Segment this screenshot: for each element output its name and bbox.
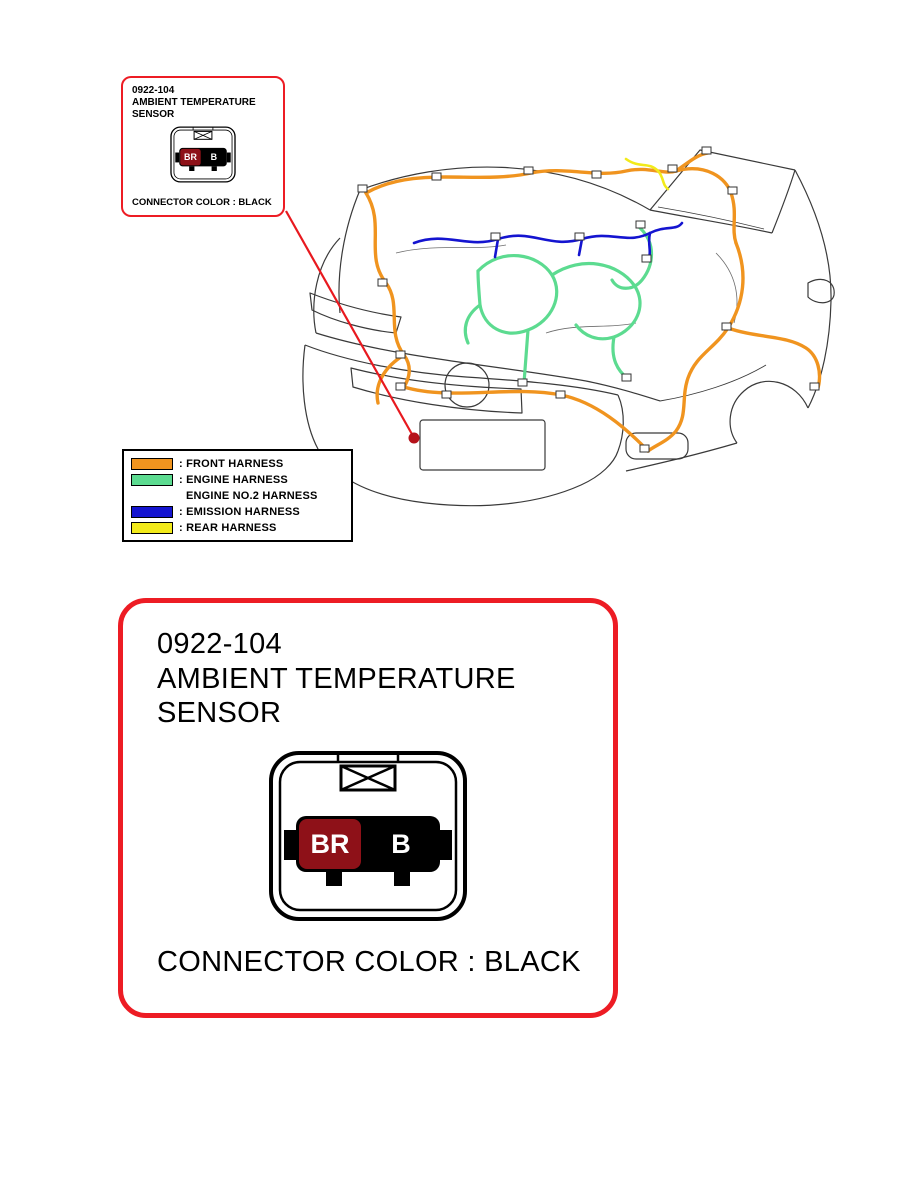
connector-icon-small: BR B xyxy=(170,126,236,183)
legend-label-emission: : EMISSION HARNESS xyxy=(179,505,300,518)
legend-row-emission: : EMISSION HARNESS xyxy=(131,504,344,519)
legend-label-rear: : REAR HARNESS xyxy=(179,521,277,534)
sensor-detail-box: 0922-104 AMBIENT TEMPERATURE SENSOR BR B… xyxy=(118,598,618,1018)
emission-harness-swatch xyxy=(131,505,173,518)
callout-title-line1: AMBIENT TEMPERATURE xyxy=(132,97,256,108)
harness-legend: : FRONT HARNESS : ENGINE HARNESS ENGINE … xyxy=(122,449,353,542)
pin-label-br: BR xyxy=(311,829,350,859)
connector-icon-large: BR B xyxy=(269,751,467,922)
callout-connector-note: CONNECTOR COLOR : BLACK xyxy=(132,197,272,208)
rear-harness-swatch xyxy=(131,521,173,534)
legend-label-engine: : ENGINE HARNESS xyxy=(179,473,288,486)
engine-harness-swatch xyxy=(131,473,173,486)
legend-label-front: : FRONT HARNESS xyxy=(179,457,284,470)
car-harness-diagram xyxy=(302,146,835,507)
pin-label-b: B xyxy=(211,152,218,162)
legend-row-front: : FRONT HARNESS xyxy=(131,456,344,471)
detail-connector-note: CONNECTOR COLOR : BLACK xyxy=(157,946,581,979)
callout-title-line2: SENSOR xyxy=(132,109,175,120)
front-harness-swatch xyxy=(131,457,173,470)
detail-title-line1: AMBIENT TEMPERATURE xyxy=(157,662,516,695)
legend-row-engine-no2: ENGINE NO.2 HARNESS xyxy=(131,488,344,503)
engine-harness-path xyxy=(463,226,654,385)
front-harness-path xyxy=(364,151,822,453)
detail-title-line2: SENSOR xyxy=(157,697,282,730)
pin-cell-br xyxy=(180,148,201,166)
callout-code: 0922-104 xyxy=(132,85,175,96)
legend-label-engine-no2: ENGINE NO.2 HARNESS xyxy=(186,489,318,502)
sensor-callout-box: 0922-104 AMBIENT TEMPERATURE SENSOR BR B… xyxy=(121,76,285,217)
pin-label-b: B xyxy=(391,829,411,859)
pin-label-br: BR xyxy=(184,152,197,162)
legend-row-rear: : REAR HARNESS xyxy=(131,520,344,535)
pin-cell-br xyxy=(299,819,361,870)
detail-code: 0922-104 xyxy=(157,628,282,660)
rear-harness-path xyxy=(624,157,670,191)
car-outline xyxy=(302,149,835,507)
legend-row-engine: : ENGINE HARNESS xyxy=(131,472,344,487)
